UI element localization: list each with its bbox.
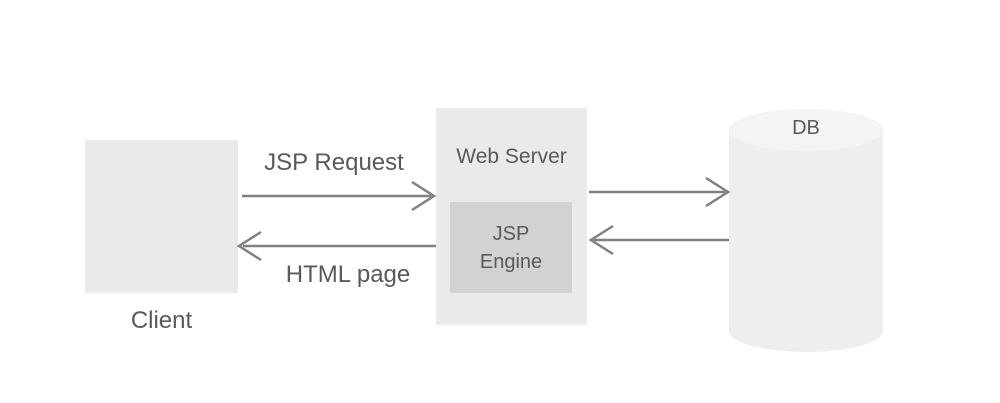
client-label: Client <box>130 307 193 334</box>
db-cylinder <box>729 109 883 352</box>
server-to-db-arrow-icon <box>589 176 731 208</box>
db-cylinder-bottom <box>729 310 883 352</box>
db-to-server-arrow-icon <box>588 224 729 256</box>
web-server-node: Web Server JSP Engine <box>436 108 587 325</box>
db-cylinder-body <box>729 130 883 331</box>
html-page-edge-label: HTML page <box>285 261 411 288</box>
html-page-arrow-icon <box>236 230 436 262</box>
client-node <box>85 140 238 293</box>
jsp-request-edge-label: JSP Request <box>264 149 404 176</box>
web-server-label: Web Server <box>456 145 567 168</box>
jsp-request-arrow-icon <box>242 180 437 212</box>
jsp-engine-label-line1: JSP <box>492 222 530 245</box>
jsp-engine-label-line2: Engine <box>479 250 543 273</box>
db-label: DB <box>792 117 820 139</box>
jsp-engine-node: JSP Engine <box>450 202 572 293</box>
